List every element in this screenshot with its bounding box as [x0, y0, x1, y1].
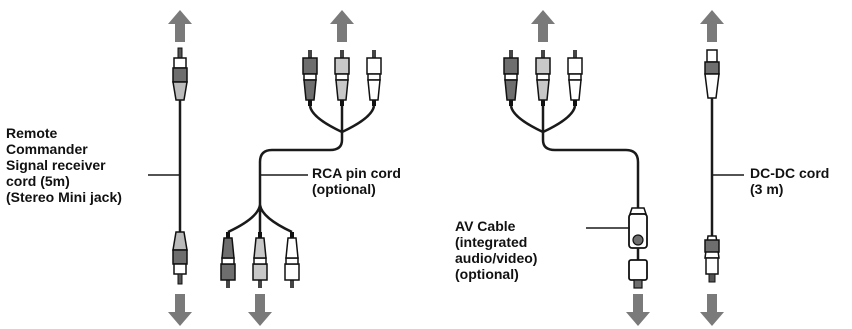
remote-cord-label: Remote Commander Signal receiver cord (5…	[6, 125, 122, 205]
rca-plug-light	[366, 49, 382, 107]
rca-cord-label: RCA pin cord (optional)	[312, 165, 401, 197]
dc-plug-bottom	[704, 235, 720, 283]
arrow-up-icon	[168, 10, 192, 42]
rca-plug-light	[567, 49, 583, 107]
av-multi-connector	[628, 207, 648, 289]
av-cable-line	[541, 132, 640, 214]
av-cable-label: AV Cable (integrated audio/video) (optio…	[455, 218, 538, 282]
arrow-up-icon	[531, 10, 555, 42]
rca-cord-group	[220, 10, 382, 326]
rca-plug-dark	[220, 231, 236, 289]
dcdc-cord-group	[700, 10, 744, 326]
stereo-mini-plug-bottom	[172, 231, 188, 285]
rca-plug-mid	[334, 49, 350, 107]
rca-plug-dark	[302, 49, 318, 107]
remote-cord-group	[148, 10, 192, 326]
dcdc-cord-label: DC-DC cord (3 m)	[750, 165, 830, 197]
rca-plug-mid	[535, 49, 551, 107]
rca-plug-mid	[252, 231, 268, 289]
stereo-mini-plug-top	[172, 47, 188, 101]
dc-plug-top	[704, 49, 720, 99]
rca-plug-dark	[503, 49, 519, 107]
av-cable-group	[503, 10, 650, 326]
arrow-down-icon	[700, 294, 724, 326]
arrow-up-icon	[700, 10, 724, 42]
arrow-down-icon	[626, 294, 650, 326]
arrow-down-icon	[168, 294, 192, 326]
arrow-up-icon	[330, 10, 354, 42]
rca-plug-light	[284, 231, 300, 289]
rca-cable	[258, 132, 344, 205]
arrow-down-icon	[248, 294, 272, 326]
